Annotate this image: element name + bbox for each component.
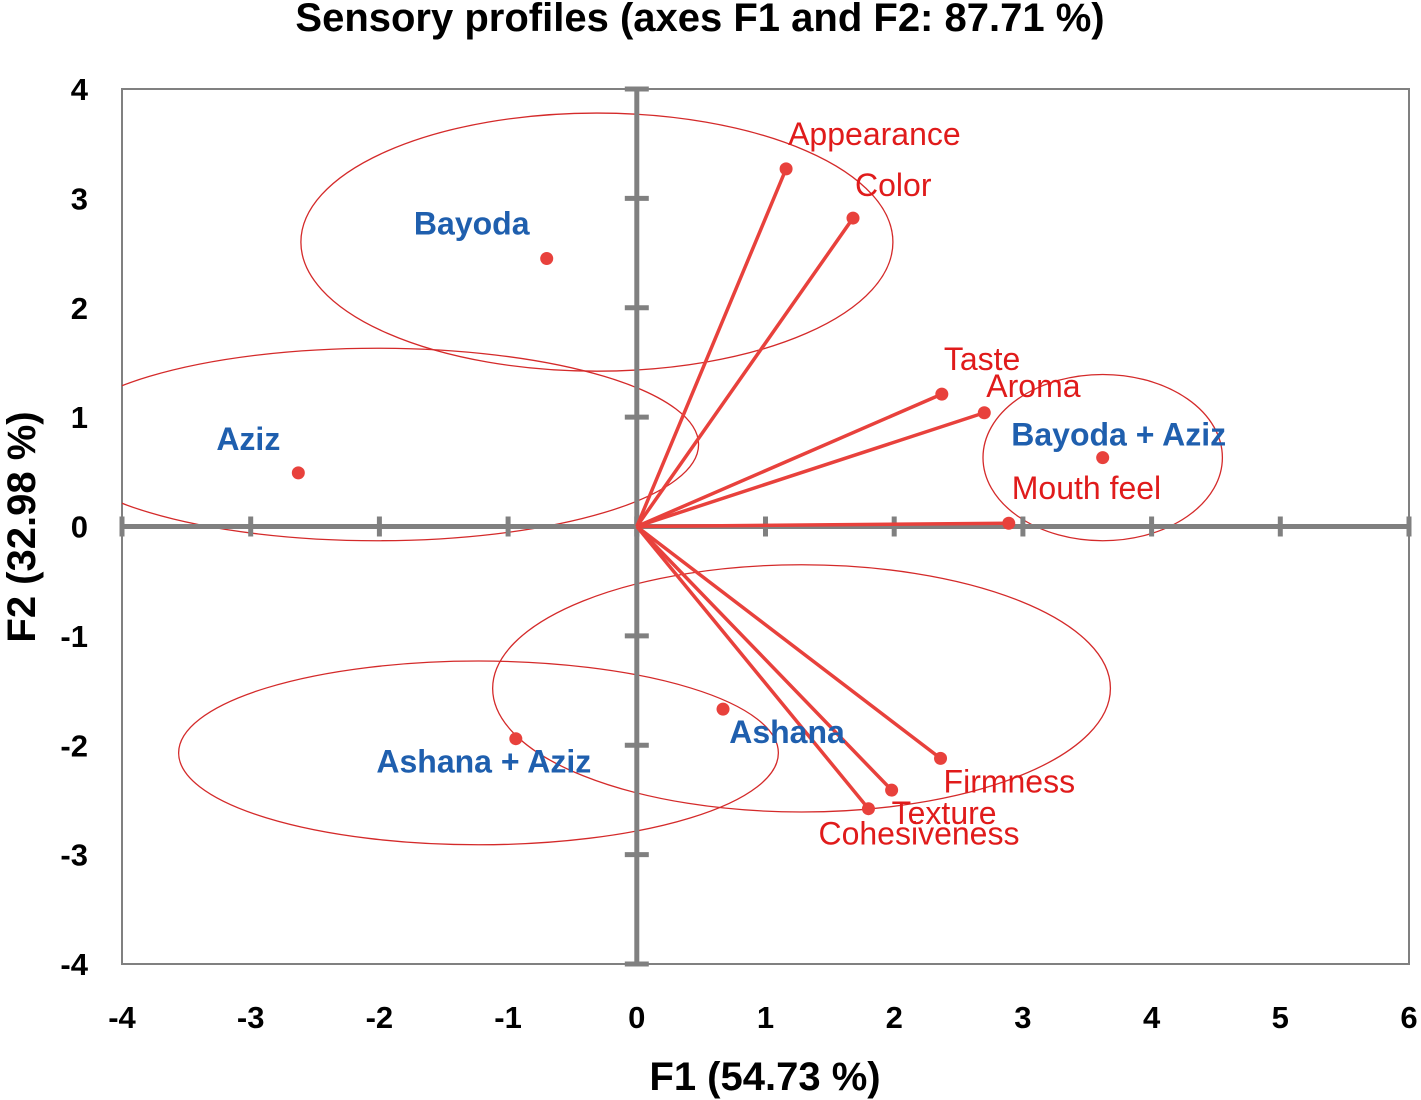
points-layer — [291, 162, 1110, 816]
variable-label-mouth-feel: Mouth feel — [1012, 470, 1161, 506]
y-tick-label: -1 — [60, 619, 88, 654]
y-tick-label: 1 — [71, 400, 88, 435]
variable-point-cohesiveness — [861, 802, 875, 816]
vector-appearance — [635, 168, 788, 528]
variable-point-color — [846, 211, 860, 225]
y-tick-label: 2 — [71, 291, 88, 326]
vector-aroma — [636, 411, 985, 529]
variable-label-aroma: Aroma — [986, 368, 1080, 404]
y-tick-label: 4 — [71, 72, 89, 107]
variable-point-appearance — [779, 162, 793, 176]
vector-texture — [635, 525, 893, 792]
observation-point-ashana — [716, 702, 730, 716]
x-tick-label: 5 — [1272, 1000, 1289, 1035]
vector-color — [635, 217, 855, 528]
ellipse-1 — [122, 347, 700, 542]
variable-label-texture: Texture — [892, 795, 997, 831]
y-tick-label: -2 — [60, 728, 88, 763]
observation-label-ashana: Ashana — [729, 714, 845, 750]
observation-label-ashana-aziz: Ashana + Aziz — [376, 744, 591, 780]
x-tick-label: -2 — [366, 1000, 394, 1035]
x-tick-label: -4 — [108, 1000, 136, 1035]
x-tick-label: 1 — [757, 1000, 774, 1035]
x-tick-label: 6 — [1400, 1000, 1417, 1035]
vector-taste — [636, 392, 943, 529]
x-tick-label: 4 — [1143, 1000, 1161, 1035]
observation-label-aziz: Aziz — [216, 421, 280, 457]
observation-point-ashana-aziz — [509, 732, 523, 746]
observation-point-bayoda — [540, 252, 554, 266]
x-tick-labels: -4 -3 -2 -1 0 1 2 3 4 5 6 — [108, 1000, 1417, 1035]
variable-point-taste — [935, 387, 949, 401]
ellipse-0 — [300, 112, 894, 372]
x-tick-label: 0 — [628, 1000, 645, 1035]
variable-point-aroma — [977, 406, 991, 420]
x-tick-label: 2 — [886, 1000, 903, 1035]
ellipse-2 — [982, 373, 1224, 542]
vectors-layer — [635, 168, 1009, 810]
variable-label-color: Color — [855, 167, 932, 203]
y-tick-labels: 4 3 2 1 0 -1 -2 -3 -4 — [60, 72, 88, 982]
vector-mouth-feel — [636, 521, 1009, 529]
ellipses-layer — [122, 112, 1224, 846]
x-tick-label: 3 — [1014, 1000, 1031, 1035]
x-axis-title: F1 (54.73 %) — [649, 1055, 880, 1099]
y-tick-label: 3 — [71, 181, 88, 216]
vector-firmness — [635, 525, 942, 760]
y-tick-label: 0 — [71, 510, 88, 545]
vector-cohesiveness — [635, 525, 870, 810]
variable-label-appearance: Appearance — [788, 116, 961, 152]
variable-label-taste: Taste — [944, 341, 1020, 377]
x-tick-label: -1 — [494, 1000, 522, 1035]
x-tick-label: -3 — [237, 1000, 265, 1035]
y-axis-title: F2 (32.98 %) — [0, 411, 44, 642]
observation-point-aziz — [291, 466, 305, 480]
variable-point-mouth-feel — [1002, 516, 1016, 530]
chart-title: Sensory profiles (axes F1 and F2: 87.71 … — [295, 0, 1104, 40]
observation-point-bayoda-aziz — [1096, 451, 1110, 465]
y-tick-label: -3 — [60, 838, 88, 873]
y-tick-label: -4 — [60, 947, 88, 982]
observation-label-bayoda: Bayoda — [414, 206, 530, 242]
variable-point-firmness — [934, 751, 948, 765]
variable-point-texture — [885, 783, 899, 797]
ellipse-3 — [492, 564, 1112, 813]
variable-label-cohesiveness: Cohesiveness — [818, 816, 1019, 852]
variable-label-firmness: Firmness — [944, 763, 1076, 799]
ellipse-4 — [177, 660, 780, 846]
observation-label-bayoda-aziz: Bayoda + Aziz — [1011, 417, 1226, 453]
